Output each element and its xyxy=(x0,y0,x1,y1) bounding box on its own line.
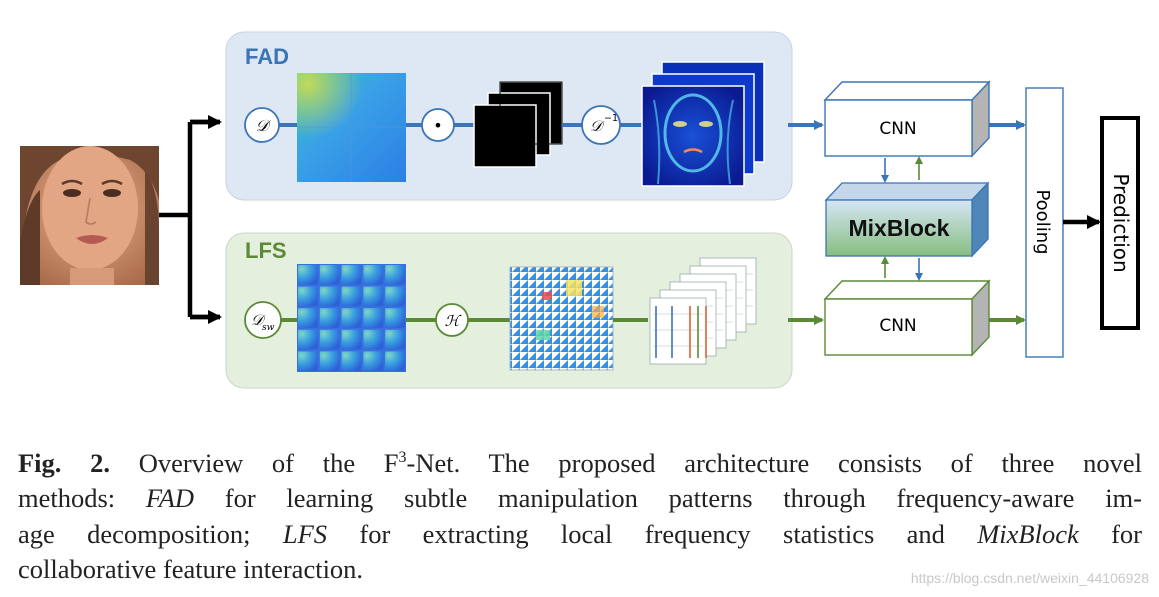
frequency-spectrum-image xyxy=(297,73,406,182)
frequency-tile xyxy=(385,286,405,307)
frequency-tile xyxy=(341,351,362,371)
caption-emphasis: MixBlock xyxy=(977,518,1079,549)
caption-text: methods: xyxy=(18,483,146,514)
caption-text: for xyxy=(1078,518,1142,549)
frequency-tile xyxy=(363,286,384,307)
caption-line-3: age decomposition; LFS for extracting lo… xyxy=(18,517,1142,553)
statistics-operator-label: ℋ xyxy=(445,312,462,330)
frequency-tile xyxy=(363,329,384,350)
caption-text: age decomposition; xyxy=(18,518,283,549)
pooling-label: Pooling xyxy=(1032,189,1053,254)
frequency-tile xyxy=(319,329,340,350)
lfs-feature-maps-stack xyxy=(649,257,757,365)
mixblock-label: MixBlock xyxy=(849,215,950,241)
caption-line-2: methods: FAD for learning subtle manipul… xyxy=(18,481,1142,517)
caption-emphasis: FAD xyxy=(145,483,195,514)
caption-text: Overview of the F xyxy=(110,447,399,478)
frequency-tile xyxy=(319,265,340,285)
caption-superscript: 3 xyxy=(398,449,407,466)
caption-emphasis: LFS xyxy=(282,518,328,549)
sliding-dct-operator xyxy=(244,301,282,339)
caption-fig-label: Fig. 2. xyxy=(18,447,111,478)
frequency-tile xyxy=(341,308,362,328)
frequency-tile xyxy=(298,308,318,328)
frequency-tile xyxy=(341,286,362,307)
idct-operator-sup: −1 xyxy=(604,113,618,124)
figure-caption: Fig. 2. Overview of the F3-Net. The prop… xyxy=(18,440,1142,588)
prediction-block xyxy=(1100,116,1140,330)
frequency-tile xyxy=(319,351,340,371)
frequency-tile xyxy=(341,329,362,350)
lfs-title: LFS xyxy=(245,238,287,263)
caption-line-1: Fig. 2. Overview of the F3-Net. The prop… xyxy=(18,440,1142,481)
dot-product-label: • xyxy=(433,116,442,135)
sliding-dct-sub: sw xyxy=(262,323,275,333)
caption-text: -Net. The proposed architecture consists… xyxy=(406,447,1142,478)
decomposed-images-stack xyxy=(641,61,765,187)
feature-map-layer xyxy=(649,297,707,365)
dct-operator xyxy=(244,107,280,143)
frequency-tile xyxy=(363,308,384,328)
input-split-lines xyxy=(159,119,220,320)
idct-operator-label: 𝒟 xyxy=(590,117,605,135)
caption-line-4: collaborative feature interaction. xyxy=(18,554,364,585)
caption-text: for learning subtle manipulation pattern… xyxy=(194,483,1142,514)
prediction-label: Prediction xyxy=(1109,173,1133,272)
dct-operator-label: 𝒟 xyxy=(256,116,272,135)
cnn-bottom-block: CNN xyxy=(823,279,991,357)
cnn-bottom-label: CNN xyxy=(879,316,916,336)
fad-title: FAD xyxy=(245,44,289,69)
frequency-tile xyxy=(363,351,384,371)
frequency-statistics-map xyxy=(509,266,614,371)
frequency-tile xyxy=(319,286,340,307)
cnn-top-block: CNN xyxy=(823,80,991,158)
frequency-tile xyxy=(298,265,318,285)
frequency-tile xyxy=(385,308,405,328)
frequency-tile xyxy=(319,308,340,328)
frequency-tile xyxy=(298,351,318,371)
frequency-tile xyxy=(385,329,405,350)
frequency-tile xyxy=(298,286,318,307)
filter-masks-stack xyxy=(473,81,563,168)
frequency-tile xyxy=(385,351,405,371)
watermark: https://blog.csdn.net/weixin_44106928 xyxy=(910,570,1149,586)
frequency-tile xyxy=(341,265,362,285)
sliding-dct-label: 𝒟 xyxy=(251,311,266,329)
frequency-tile xyxy=(363,265,384,285)
input-face-image xyxy=(20,146,159,285)
architecture-diagram: FAD LFS 𝒟 • 𝒟 −1 xyxy=(20,31,1140,389)
caption-text: for extracting local frequency statistic… xyxy=(327,518,978,549)
frequency-tile xyxy=(298,329,318,350)
frequency-tile xyxy=(385,265,405,285)
local-frequency-grid xyxy=(297,264,406,372)
cnn-top-label: CNN xyxy=(879,119,916,139)
mixblock-block: MixBlock xyxy=(824,181,990,258)
